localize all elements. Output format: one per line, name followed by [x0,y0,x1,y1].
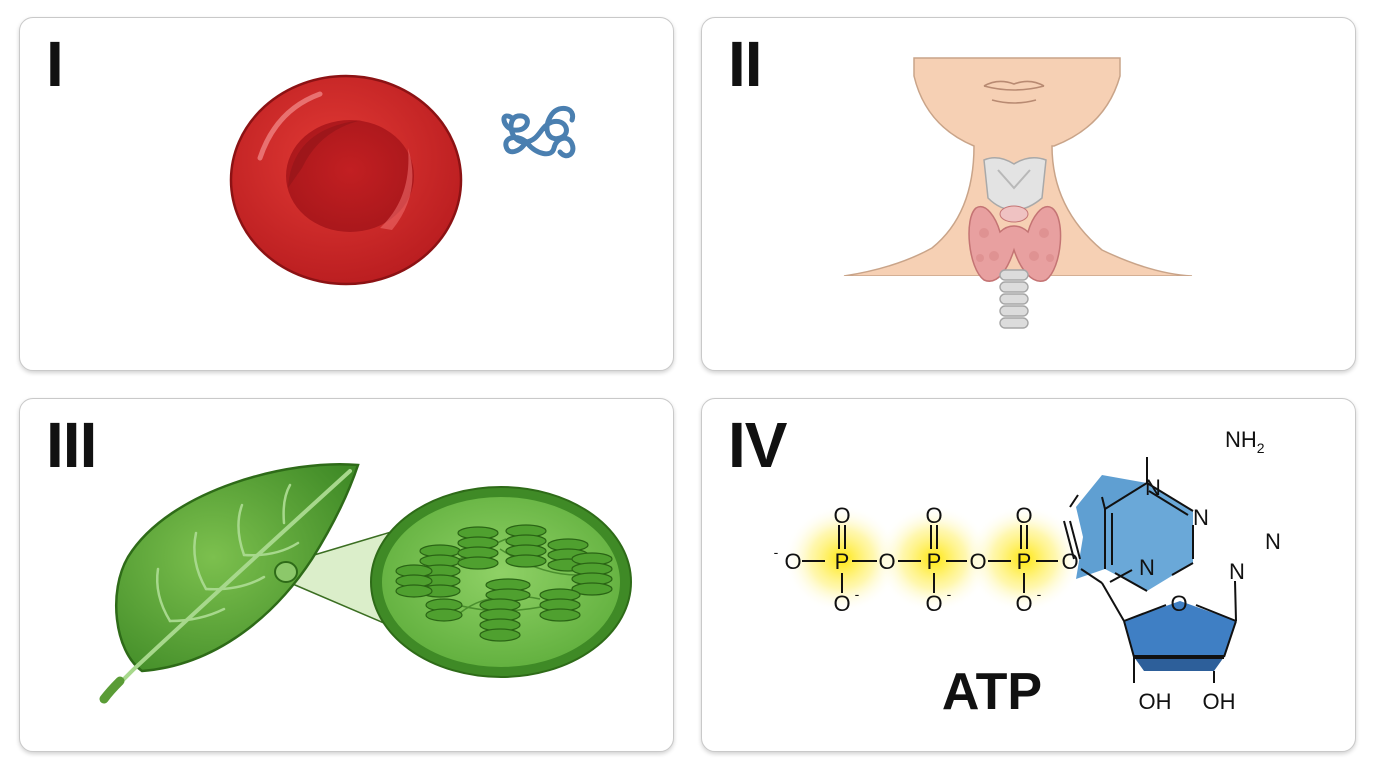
atp-structure-diagram: O - P O O - O P O O - O P O O - O O N N … [774,427,1281,721]
granum [539,588,581,622]
panel-red-blood-cell: I [19,17,674,371]
granum [395,564,433,598]
thyroid-cartilage [983,157,1047,211]
leaf-chloroplast-illustration [99,463,632,704]
panel-numeral: IV [728,409,787,481]
atom-n: N [1229,559,1245,584]
hydroxyl-group: OH [1203,689,1236,714]
granum [425,598,463,622]
panel-thyroid: II [701,17,1356,371]
atom-n: N [1139,555,1155,580]
atom-p: P [927,549,942,574]
atom-o: O [1170,591,1187,616]
amine-label: NH [1225,427,1257,452]
atom-o: O [925,591,942,616]
granum [457,526,499,570]
charge: - [1037,586,1042,602]
trachea [999,269,1029,329]
charge: - [774,544,779,560]
phosphate-glow [876,505,992,613]
granum [485,578,531,602]
panel-numeral: III [46,409,97,481]
thyroid-gland [968,205,1062,282]
bonds [802,457,1237,683]
hydroxyl-group: OH [1139,689,1172,714]
panel-numeral: I [46,28,64,100]
granum [479,598,521,642]
granum [505,524,547,568]
amine-group: NH2 [1225,427,1265,456]
atom-o: O [1015,591,1032,616]
atp-label: ATP [942,663,1042,721]
granum [571,552,613,596]
atom-o: O [969,549,986,574]
phosphate-glow [784,505,900,613]
atom-o: O [784,549,801,574]
thyroid-neck-illustration [843,57,1193,370]
leaf-icon [99,463,360,704]
panel-chloroplast: III [19,398,674,752]
panel-numeral: II [728,28,763,100]
atom-p: P [1017,549,1032,574]
red-blood-cell [229,74,463,286]
atom-o: O [1061,549,1078,574]
atom-n: N [1193,505,1209,530]
atom-o: O [833,503,850,528]
charge: - [947,586,952,602]
panel-atp: IV [701,398,1356,752]
imidazole-ring [1076,475,1147,579]
amine-subscript: 2 [1257,440,1265,456]
atom-o: O [878,549,895,574]
atom-n: N [1145,475,1161,500]
lips [983,80,1045,104]
adenine-ring [1105,483,1193,591]
atom-o: O [1015,503,1032,528]
atom-n: N [1265,529,1281,554]
ribose-edge [1134,657,1224,671]
chloroplast-icon [370,486,632,678]
ribose-ring [1124,601,1236,657]
red-blood-cell-illustration [229,74,576,286]
phosphate-glow [966,505,1082,613]
atom-o: O [925,503,942,528]
atom-p: P [835,549,850,574]
atom-o: O [833,591,850,616]
protein-icon [501,105,576,159]
charge: - [855,586,860,602]
